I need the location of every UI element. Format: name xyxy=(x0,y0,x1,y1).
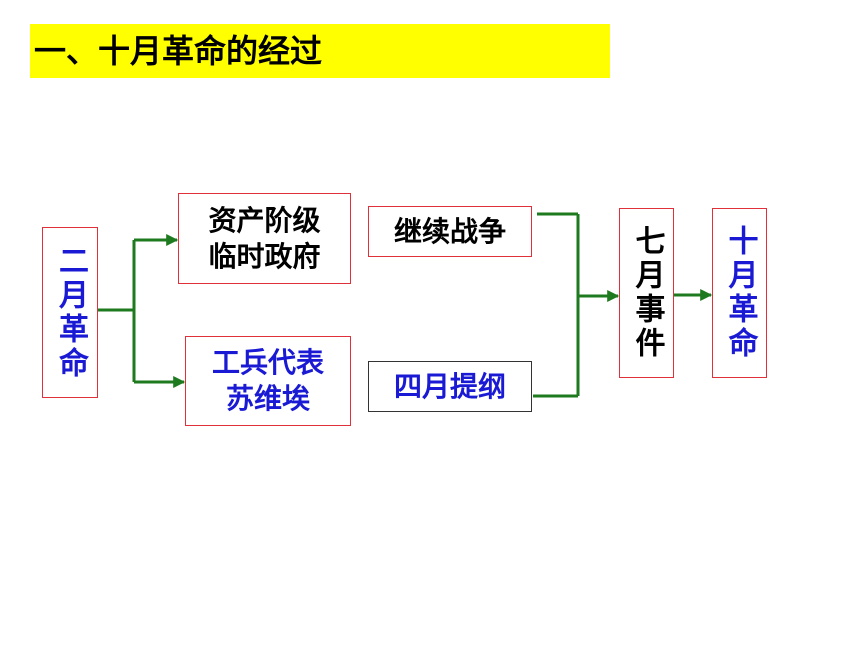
node-provisional-gov-label: 资产阶级 临时政府 xyxy=(208,203,321,273)
node-feb-revolution: 二月革命 xyxy=(42,227,98,398)
node-july-events: 七月事件 xyxy=(619,208,674,378)
node-soviet: 工兵代表 苏维埃 xyxy=(185,336,351,426)
node-feb-revolution-label: 二月革命 xyxy=(53,244,88,381)
node-oct-revolution-label: 十月革命 xyxy=(722,225,758,361)
node-continue-war: 继续战争 xyxy=(368,206,532,257)
node-continue-war-label: 继续战争 xyxy=(393,214,506,248)
node-soviet-label: 工兵代表 苏维埃 xyxy=(211,346,324,415)
node-oct-revolution: 十月革命 xyxy=(712,208,767,378)
node-april-theses-label: 四月提纲 xyxy=(393,369,506,403)
node-provisional-gov: 资产阶级 临时政府 xyxy=(178,193,351,284)
page-title: 一、十月革命的经过 xyxy=(30,24,610,78)
node-april-theses: 四月提纲 xyxy=(368,361,532,412)
node-july-events-label: 七月事件 xyxy=(629,225,665,361)
